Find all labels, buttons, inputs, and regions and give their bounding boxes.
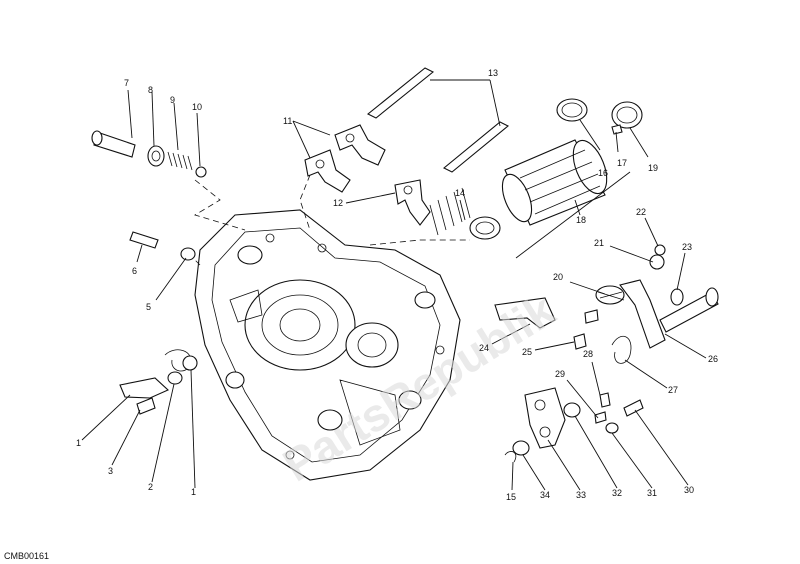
shift-fork-rods [366,67,510,173]
shift-forks [304,124,431,226]
callout-9: 9 [170,95,175,105]
crankcase-half [194,209,461,481]
callout-26: 26 [708,354,718,364]
callout-3: 3 [108,466,113,476]
callout-28: 28 [583,349,593,359]
callout-7: 7 [124,78,129,88]
detent-bolt-assembly [91,130,207,178]
callout-16: 16 [598,168,608,178]
callout-20: 20 [553,272,563,282]
callout-23: 23 [682,242,692,252]
left-small-parts [119,231,198,415]
callout-13: 13 [488,68,498,78]
callout-24: 24 [479,343,489,353]
callout-25: 25 [522,347,532,357]
leader-lines [81,79,707,491]
callout-18: 18 [576,215,586,225]
callout-11: 11 [283,116,292,126]
bottom-right-parts [504,387,644,463]
callout-29: 29 [555,369,565,379]
callout-6: 6 [132,266,137,276]
callout-12: 12 [333,198,343,208]
callout-1a: 1 [76,438,81,448]
callout-31: 31 [647,488,657,498]
callout-19: 19 [648,163,658,173]
callout-15: 15 [506,492,516,502]
callout-34: 34 [540,490,550,500]
callout-14: 14 [455,188,465,198]
selector-drum [429,98,643,240]
callout-8: 8 [148,85,153,95]
callout-22: 22 [636,207,646,217]
callout-5: 5 [146,302,151,312]
gearshift-shaft-assembly [494,244,719,364]
callout-27: 27 [668,385,678,395]
callout-32: 32 [612,488,622,498]
callout-17: 17 [617,158,627,168]
callout-33: 33 [576,490,586,500]
callout-21: 21 [594,238,604,248]
drawing-code: CMB00161 [4,551,49,561]
callout-10: 10 [192,102,202,112]
callout-labels: 7 8 9 10 11 13 12 14 16 17 19 18 22 21 2… [76,68,718,502]
callout-30: 30 [684,485,694,495]
callout-1b: 1 [191,487,196,497]
callout-2: 2 [148,482,153,492]
